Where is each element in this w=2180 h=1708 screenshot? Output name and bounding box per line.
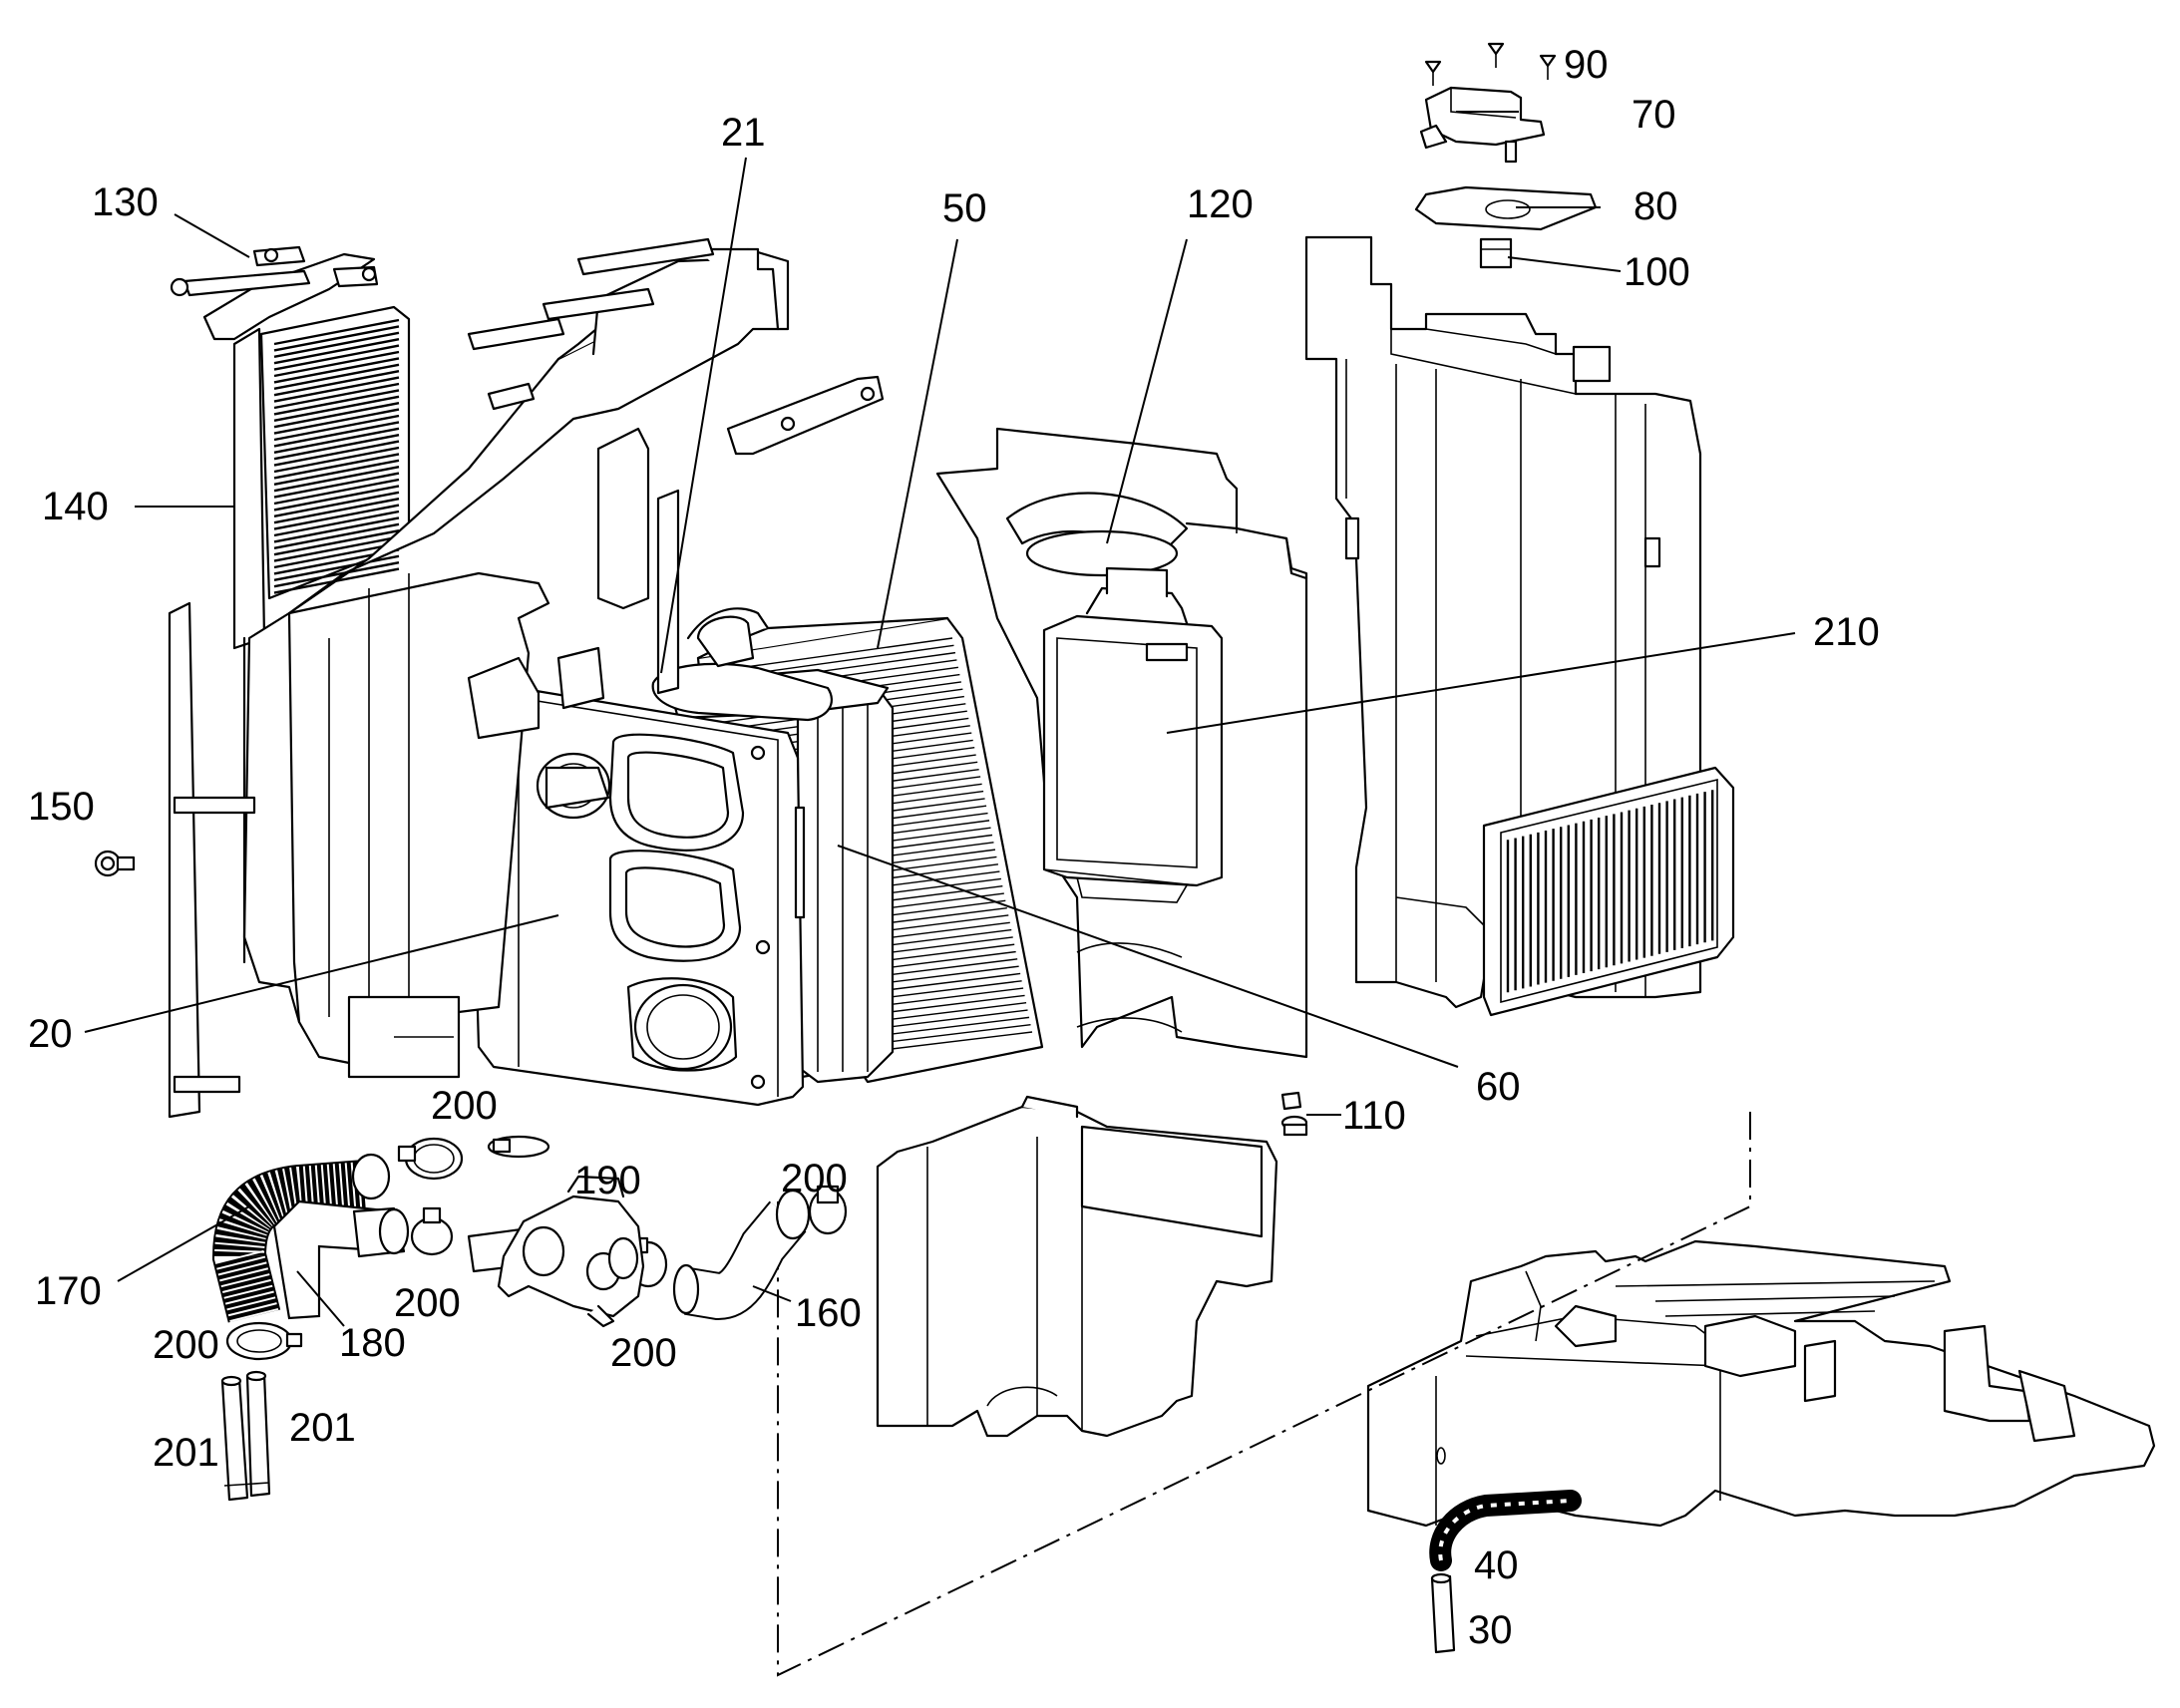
label-30: 30 <box>1468 1608 1513 1652</box>
top-bracket <box>170 245 379 341</box>
module-screws <box>1424 42 1557 86</box>
label-160: 160 <box>795 1291 862 1335</box>
leader-lines <box>84 111 1796 1327</box>
duct-outlet-lower <box>626 977 738 1072</box>
corrugated-hose <box>211 1153 391 1323</box>
label-130: 130 <box>92 180 159 224</box>
label-120: 120 <box>1187 182 1254 226</box>
mounting-plate <box>1414 185 1598 231</box>
filter-cartridge <box>1042 566 1224 903</box>
label-100: 100 <box>1624 250 1690 294</box>
duct-outlet-middle <box>608 850 742 962</box>
label-200-mid: 200 <box>394 1281 461 1325</box>
label-200-left: 200 <box>153 1323 219 1367</box>
base-assembly <box>1366 1239 2156 1528</box>
heater-housing-front <box>467 686 806 1107</box>
label-20: 20 <box>28 1012 73 1056</box>
label-150: 150 <box>28 785 95 829</box>
plug-caps <box>1280 1091 1308 1137</box>
control-module <box>1419 86 1546 164</box>
drain-pipe <box>1430 1572 1456 1654</box>
label-190: 190 <box>574 1159 641 1202</box>
label-200-bottom: 200 <box>610 1331 677 1375</box>
front-vent-grille <box>1482 766 1735 1017</box>
label-60: 60 <box>1476 1065 1521 1109</box>
label-200-right: 200 <box>781 1157 848 1200</box>
pipe-stubs-lower <box>220 1370 271 1502</box>
label-170: 170 <box>35 1269 102 1313</box>
top-connector <box>651 615 833 722</box>
label-21: 21 <box>721 111 766 155</box>
label-210: 210 <box>1813 610 1880 654</box>
label-70: 70 <box>1632 93 1676 137</box>
label-180: 180 <box>339 1321 406 1365</box>
label-110: 110 <box>1342 1094 1406 1138</box>
duct-outlet-upper <box>608 733 745 852</box>
label-40: 40 <box>1474 1543 1519 1587</box>
control-valve <box>467 1175 645 1328</box>
label-80: 80 <box>1634 184 1678 228</box>
label-200-top: 200 <box>431 1084 498 1128</box>
bushing-part <box>1479 237 1513 269</box>
duct-outlet-small <box>536 752 611 820</box>
label-90: 90 <box>1564 43 1609 87</box>
left-frame-assembly <box>168 237 885 1119</box>
label-201-right: 201 <box>289 1406 356 1450</box>
callout-labels: 21 50 120 130 140 150 20 60 210 90 70 80… <box>28 43 1880 1652</box>
curved-hose <box>672 1189 811 1321</box>
pipe-stubs <box>173 237 715 1094</box>
elbow-connector <box>272 1199 410 1320</box>
drain-hose <box>1429 1490 1582 1571</box>
grommet-part <box>94 850 136 877</box>
lower-duct-case <box>876 1095 1278 1438</box>
label-140: 140 <box>42 485 109 528</box>
label-50: 50 <box>942 186 987 230</box>
alignment-dashdot-line <box>777 1112 1751 1677</box>
label-201-left: 201 <box>153 1431 219 1475</box>
